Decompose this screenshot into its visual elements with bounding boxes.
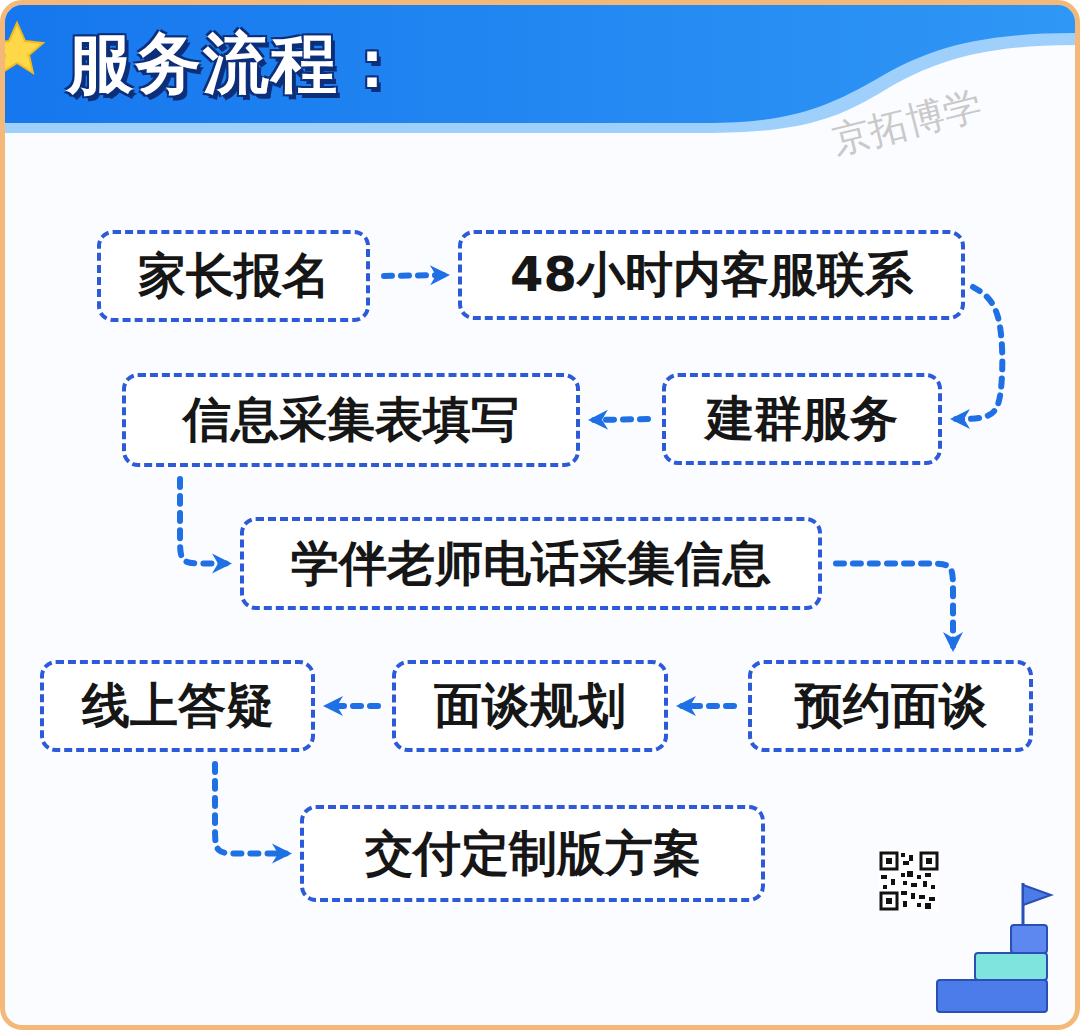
process-box: 线上答疑 xyxy=(40,660,315,752)
qr-background xyxy=(879,851,939,911)
step-label: 信息采集表填写 xyxy=(183,392,519,447)
star-icon xyxy=(5,23,43,73)
qr-code xyxy=(879,851,939,911)
page-title: 服务流程： xyxy=(67,19,407,109)
flow-arrow xyxy=(956,287,1002,419)
step-label: 线上答疑 xyxy=(82,678,274,733)
qr-finder-dot xyxy=(926,858,932,864)
stairs-flag-icon xyxy=(937,883,1051,1012)
flow-arrow xyxy=(384,275,444,276)
step-label: 交付定制版方案 xyxy=(365,826,701,881)
process-box: 家长报名 xyxy=(97,230,370,322)
qr-finder-dot xyxy=(886,898,892,904)
flow-arrow xyxy=(329,703,378,709)
qr-finder xyxy=(881,853,897,869)
flow-arrow xyxy=(836,564,953,647)
process-box: 面谈规划 xyxy=(392,660,668,752)
step-label: 面谈规划 xyxy=(434,678,626,733)
process-box: 交付定制版方案 xyxy=(300,805,765,902)
qr-finder-dot xyxy=(886,858,892,864)
step-label: 学伴老师电话采集信息 xyxy=(291,536,771,591)
process-box: 48小时内客服联系 xyxy=(458,230,965,320)
stair-step xyxy=(1011,925,1047,953)
step-label: 48小时内客服联系 xyxy=(510,247,913,302)
flow-arrow xyxy=(180,479,226,564)
step-label: 家长报名 xyxy=(138,248,330,303)
process-box: 建群服务 xyxy=(662,373,942,465)
qr-finder xyxy=(881,893,897,909)
step-label: 建群服务 xyxy=(706,391,898,446)
flow-arrow xyxy=(215,764,286,854)
qr-finder xyxy=(921,853,937,869)
step-label: 预约面谈 xyxy=(795,678,987,733)
stair-step xyxy=(975,953,1047,980)
flag xyxy=(1023,885,1051,905)
process-box: 信息采集表填写 xyxy=(122,373,580,467)
flow-arrow xyxy=(594,419,648,420)
connector-layer xyxy=(5,5,1075,1025)
process-box: 学伴老师电话采集信息 xyxy=(240,517,822,610)
stair-step xyxy=(937,980,1047,1012)
flow-arrow xyxy=(682,703,734,709)
process-box: 预约面谈 xyxy=(748,660,1033,752)
qr-modules xyxy=(881,853,935,909)
